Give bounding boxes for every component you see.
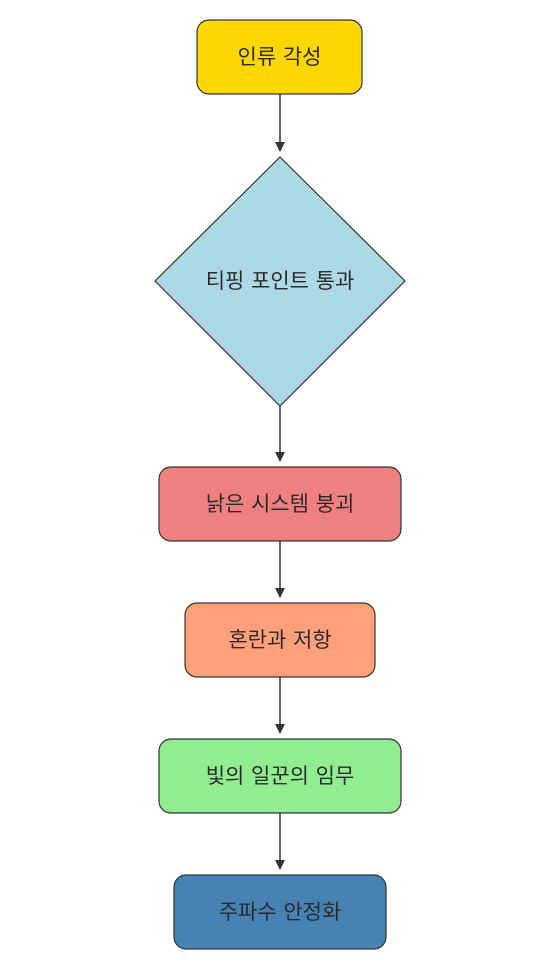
node-system-collapse-label: 낡은 시스템 붕괴 <box>206 492 355 516</box>
node-system-collapse-shape <box>158 466 402 542</box>
node-awakening-label: 인류 각성 <box>238 45 322 69</box>
node-chaos-resistance-label: 혼란과 저항 <box>228 628 331 652</box>
node-frequency-stabilization: 주파수 안정화 <box>173 874 387 950</box>
node-lightworker-mission: 빛의 일꾼의 임무 <box>158 738 402 814</box>
node-chaos-resistance-shape <box>184 602 376 678</box>
node-system-collapse: 낡은 시스템 붕괴 <box>158 466 402 542</box>
node-frequency-stabilization-shape <box>173 874 387 950</box>
node-lightworker-mission-label: 빛의 일꾼의 임무 <box>206 764 355 788</box>
node-tipping-point-shape <box>154 156 406 407</box>
node-chaos-resistance: 혼란과 저항 <box>184 602 376 678</box>
node-lightworker-mission-shape <box>158 738 402 814</box>
node-tipping-point-label: 티핑 포인트 통과 <box>206 269 355 293</box>
node-awakening: 인류 각성 <box>196 19 363 95</box>
node-awakening-shape <box>196 19 363 95</box>
node-tipping-point: 티핑 포인트 통과 <box>154 156 406 407</box>
node-frequency-stabilization-label: 주파수 안정화 <box>219 900 342 924</box>
